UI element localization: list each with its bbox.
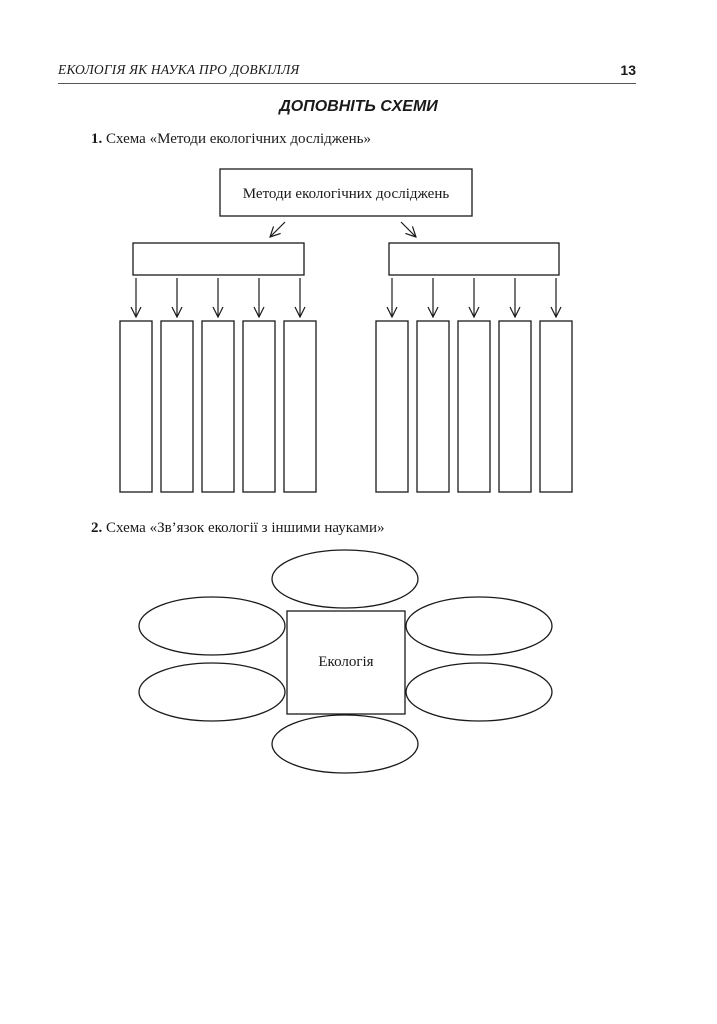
left-leaf-box[interactable] (283, 320, 317, 493)
left-leaf-box[interactable] (160, 320, 194, 493)
section-title: ДОПОВНІТЬ СХЕМИ (279, 98, 438, 115)
page-number: 13 (620, 62, 636, 78)
right-leaf-box[interactable] (457, 320, 491, 493)
task-1-number: 1. (91, 131, 103, 147)
right-branch-box[interactable] (388, 242, 560, 276)
left-leaf-box[interactable] (201, 320, 235, 493)
right-leaf-box[interactable] (416, 320, 450, 493)
task-2-number: 2. (91, 520, 103, 536)
header-rule (58, 83, 636, 84)
left-leaf-box[interactable] (242, 320, 276, 493)
root-box (219, 168, 473, 217)
right-leaf-box[interactable] (498, 320, 532, 493)
task-1-heading: 1. Схема «Методи екологічних досліджень» (91, 131, 371, 148)
right-leaf-box[interactable] (375, 320, 409, 493)
right-leaf-box[interactable] (539, 320, 573, 493)
left-branch-box[interactable] (132, 242, 305, 276)
running-title: ЕКОЛОГІЯ ЯК НАУКА ПРО ДОВКІЛЛЯ (58, 62, 300, 77)
task-2-heading: 2. Схема «Зв’язок екології з іншими наук… (91, 520, 385, 537)
root-label: Методи екологічних досліджень (243, 186, 450, 202)
arrow-to-left-branch (270, 221, 286, 237)
science-ellipse-lower-right[interactable] (405, 662, 553, 722)
arrow-to-right-branch (400, 221, 416, 237)
ecology-center-box (286, 610, 406, 715)
task-1-text: Схема «Методи екологічних досліджень» (106, 131, 371, 147)
science-ellipse-upper-left[interactable] (138, 596, 286, 656)
science-ellipse-upper-right[interactable] (405, 596, 553, 656)
ecology-center-label: Екологія (318, 654, 373, 670)
science-ellipse-bottom[interactable] (271, 714, 419, 774)
left-leaf-box[interactable] (119, 320, 153, 493)
task-2-text: Схема «Зв’язок екології з іншими науками… (106, 520, 385, 536)
science-ellipse-top[interactable] (271, 549, 419, 609)
science-ellipse-lower-left[interactable] (138, 662, 286, 722)
